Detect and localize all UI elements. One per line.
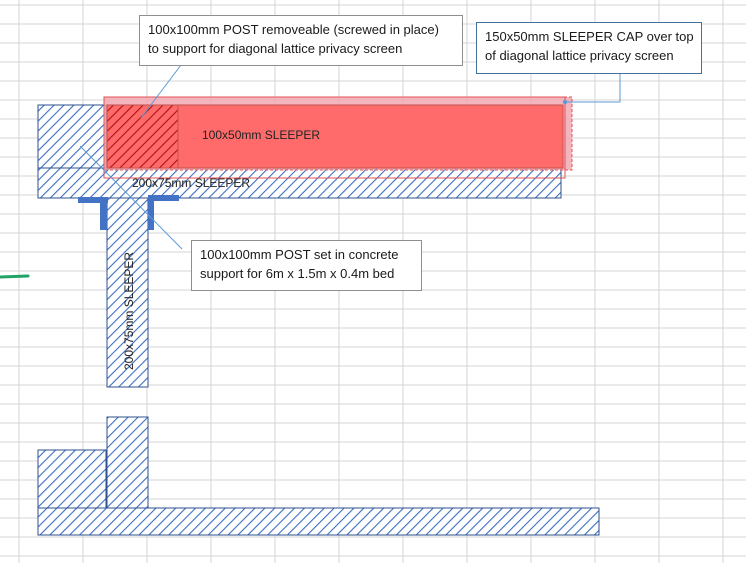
callout-removable-post-line2: to support for diagonal lattice privacy … [148, 41, 403, 56]
callout-removable-post-line1: 100x100mm POST removeable (screwed in pl… [148, 22, 439, 37]
bracket-left [78, 197, 108, 230]
leader-sleeper-cap [564, 74, 621, 103]
leader-sleeper-cap-end [562, 99, 568, 105]
callout-removable-post[interactable]: 100x100mm POST removeable (screwed in pl… [139, 15, 463, 66]
sleeper-cap-outline [103, 96, 566, 179]
callout-sleeper-cap-line2: of diagonal lattice privacy screen [485, 48, 674, 63]
post-block-left[interactable] [37, 104, 107, 169]
callout-concrete-post-line1: 100x100mm POST set in concrete [200, 247, 399, 262]
leader-removable-post [140, 64, 182, 119]
green-marker [0, 274, 30, 279]
lower-horizontal-sleeper[interactable] [37, 507, 600, 536]
removable-post[interactable] [106, 104, 179, 169]
sleeper-100x50[interactable] [106, 104, 564, 169]
callout-concrete-post-line2: support for 6m x 1.5m x 0.4m bed [200, 266, 395, 281]
leader-concrete-post [79, 145, 183, 250]
sleeper-200x75-vertical[interactable] [106, 197, 149, 388]
callout-concrete-post[interactable]: 100x100mm POST set in concrete support f… [191, 240, 422, 291]
label-sleeper-200x75-horizontal: 200x75mm SLEEPER [132, 176, 251, 190]
callout-sleeper-cap[interactable]: 150x50mm SLEEPER CAP over top of diagona… [476, 22, 702, 74]
callout-sleeper-cap-line1: 150x50mm SLEEPER CAP over top [485, 29, 694, 44]
lower-vertical-post[interactable] [106, 416, 149, 511]
label-sleeper-100x50: 100x50mm SLEEPER [202, 128, 321, 142]
bracket-right [148, 195, 179, 230]
label-sleeper-200x75-vertical: 200x75mm SLEEPER [122, 251, 136, 370]
lower-post-block-left[interactable] [37, 449, 107, 511]
sleeper-200x75-horizontal[interactable] [37, 167, 562, 199]
